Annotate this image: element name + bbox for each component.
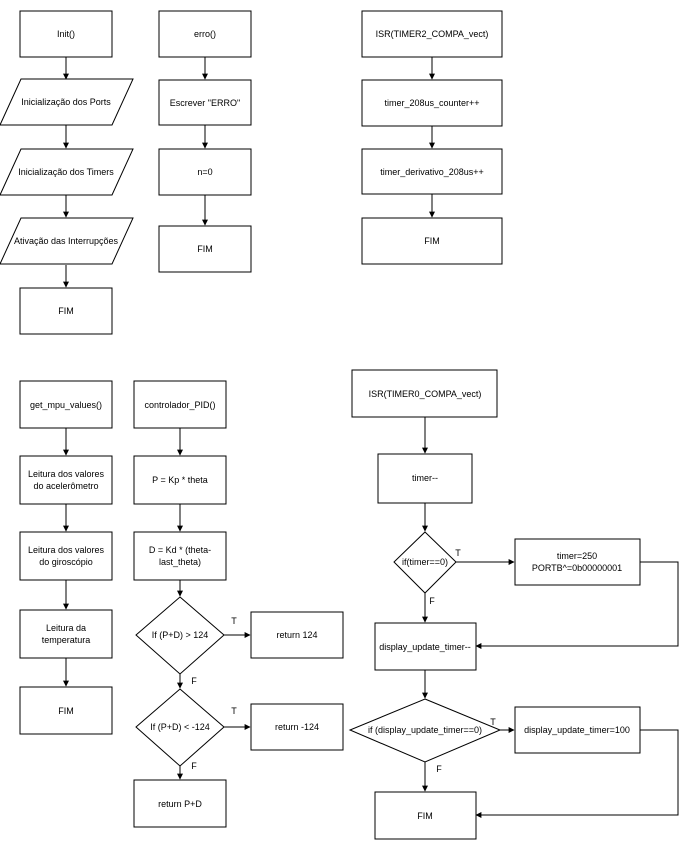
node-init-timers[interactable]: Inicialização dos Timers — [0, 148, 134, 196]
svg-text:return P+D: return P+D — [158, 799, 202, 809]
svg-text:do acelerômetro: do acelerômetro — [33, 481, 98, 491]
svg-text:ISR(TIMER0_COMPA_vect): ISR(TIMER0_COMPA_vect) — [369, 389, 482, 399]
branch-label-false: F — [429, 596, 435, 606]
branch-label-false: F — [436, 764, 442, 774]
svg-text:Ativação das Interrupções: Ativação das Interrupções — [14, 236, 119, 246]
node-isr0-set[interactable]: timer=250 PORTB^=0b00000001 — [514, 538, 641, 586]
branch-label-true: T — [231, 706, 237, 716]
node-erro-write[interactable]: Escrever "ERRO" — [158, 79, 252, 126]
node-mpu-end[interactable]: FIM — [19, 686, 113, 735]
svg-text:erro(): erro() — [194, 29, 216, 39]
node-init-ports[interactable]: Inicialização dos Ports — [0, 78, 134, 126]
svg-text:Leitura dos valores: Leitura dos valores — [28, 469, 105, 479]
node-pid-if1[interactable]: If (P+D) > 124 — [135, 596, 225, 675]
svg-text:If (P+D) > 124: If (P+D) > 124 — [152, 630, 209, 640]
node-init[interactable]: Init() — [19, 10, 113, 58]
svg-text:timer=250: timer=250 — [557, 551, 597, 561]
node-isr2-derivativo[interactable]: timer_derivativo_208us++ — [361, 148, 503, 195]
svg-text:FIM: FIM — [424, 236, 440, 246]
svg-text:Init(): Init() — [57, 29, 75, 39]
svg-text:display_update_timer--: display_update_timer-- — [379, 642, 471, 652]
node-isr0-if1[interactable]: if(timer==0) — [393, 531, 457, 594]
svg-text:if(timer==0): if(timer==0) — [402, 557, 448, 567]
svg-text:D = Kd * (theta-: D = Kd * (theta- — [149, 545, 211, 555]
node-mpu-temp[interactable]: Leitura da temperatura — [19, 609, 113, 659]
node-isr2-end[interactable]: FIM — [361, 217, 503, 265]
node-isr0-if2[interactable]: if (display_update_timer==0) — [348, 698, 502, 763]
node-pid-ret1[interactable]: return 124 — [250, 611, 344, 659]
node-isr2[interactable]: ISR(TIMER2_COMPA_vect) — [361, 10, 503, 58]
svg-text:timer_208us_counter++: timer_208us_counter++ — [384, 98, 479, 108]
node-pid-ret3[interactable]: return P+D — [133, 779, 227, 828]
svg-text:controlador_PID(): controlador_PID() — [144, 400, 215, 410]
svg-text:Escrever "ERRO": Escrever "ERRO" — [170, 98, 240, 108]
svg-text:FIM: FIM — [197, 244, 213, 254]
node-pid[interactable]: controlador_PID() — [133, 380, 227, 429]
svg-text:PORTB^=0b00000001: PORTB^=0b00000001 — [532, 563, 622, 573]
svg-text:return 124: return 124 — [276, 630, 317, 640]
node-erro-end[interactable]: FIM — [158, 225, 252, 273]
svg-text:FIM: FIM — [58, 706, 74, 716]
node-isr0[interactable]: ISR(TIMER0_COMPA_vect) — [351, 369, 498, 418]
node-erro[interactable]: erro() — [158, 10, 252, 58]
branch-label-true: T — [455, 548, 461, 558]
node-init-interrupts[interactable]: Ativação das Interrupções — [0, 217, 134, 265]
node-mpu[interactable]: get_mpu_values() — [19, 380, 113, 429]
svg-text:Inicialização dos Timers: Inicialização dos Timers — [18, 167, 114, 177]
svg-text:temperatura: temperatura — [42, 635, 91, 645]
branch-label-true: T — [231, 616, 237, 626]
node-mpu-accel[interactable]: Leitura dos valores do acelerômetro — [19, 455, 113, 505]
svg-text:n=0: n=0 — [197, 167, 212, 177]
svg-text:P = Kp * theta: P = Kp * theta — [152, 475, 208, 485]
svg-text:timer_derivativo_208us++: timer_derivativo_208us++ — [380, 167, 484, 177]
node-isr0-setdisplay[interactable]: display_update_timer=100 — [514, 706, 641, 754]
svg-text:get_mpu_values(): get_mpu_values() — [30, 400, 102, 410]
branch-label-true: T — [490, 717, 496, 727]
svg-text:If (P+D) < -124: If (P+D) < -124 — [150, 722, 210, 732]
svg-text:timer--: timer-- — [412, 473, 438, 483]
node-init-end[interactable]: FIM — [19, 287, 113, 335]
node-isr2-counter[interactable]: timer_208us_counter++ — [361, 79, 503, 127]
svg-text:return -124: return -124 — [275, 722, 319, 732]
svg-text:last_theta): last_theta) — [159, 557, 201, 567]
node-isr0-end[interactable]: FIM — [374, 791, 477, 840]
svg-text:FIM: FIM — [58, 306, 74, 316]
svg-text:do giroscópio: do giroscópio — [39, 557, 93, 567]
svg-text:Inicialização dos Ports: Inicialização dos Ports — [21, 97, 111, 107]
svg-text:Leitura dos valores: Leitura dos valores — [28, 545, 105, 555]
svg-text:Leitura da: Leitura da — [46, 623, 86, 633]
node-isr0-display[interactable]: display_update_timer-- — [374, 622, 477, 671]
svg-text:display_update_timer=100: display_update_timer=100 — [524, 725, 630, 735]
node-pid-p[interactable]: P = Kp * theta — [133, 455, 227, 505]
svg-text:FIM: FIM — [417, 811, 433, 821]
svg-text:ISR(TIMER2_COMPA_vect): ISR(TIMER2_COMPA_vect) — [376, 29, 489, 39]
node-pid-ret2[interactable]: return -124 — [250, 703, 344, 751]
branch-label-false: F — [191, 761, 197, 771]
edges — [63, 57, 679, 818]
node-pid-d[interactable]: D = Kd * (theta- last_theta) — [133, 531, 227, 581]
node-mpu-gyro[interactable]: Leitura dos valores do giroscópio — [19, 531, 113, 581]
node-erro-n[interactable]: n=0 — [158, 148, 252, 196]
svg-text:if (display_update_timer==0): if (display_update_timer==0) — [368, 725, 482, 735]
node-pid-if2[interactable]: If (P+D) < -124 — [135, 688, 225, 767]
node-isr0-timer[interactable]: timer-- — [377, 453, 473, 504]
branch-label-false: F — [191, 676, 197, 686]
